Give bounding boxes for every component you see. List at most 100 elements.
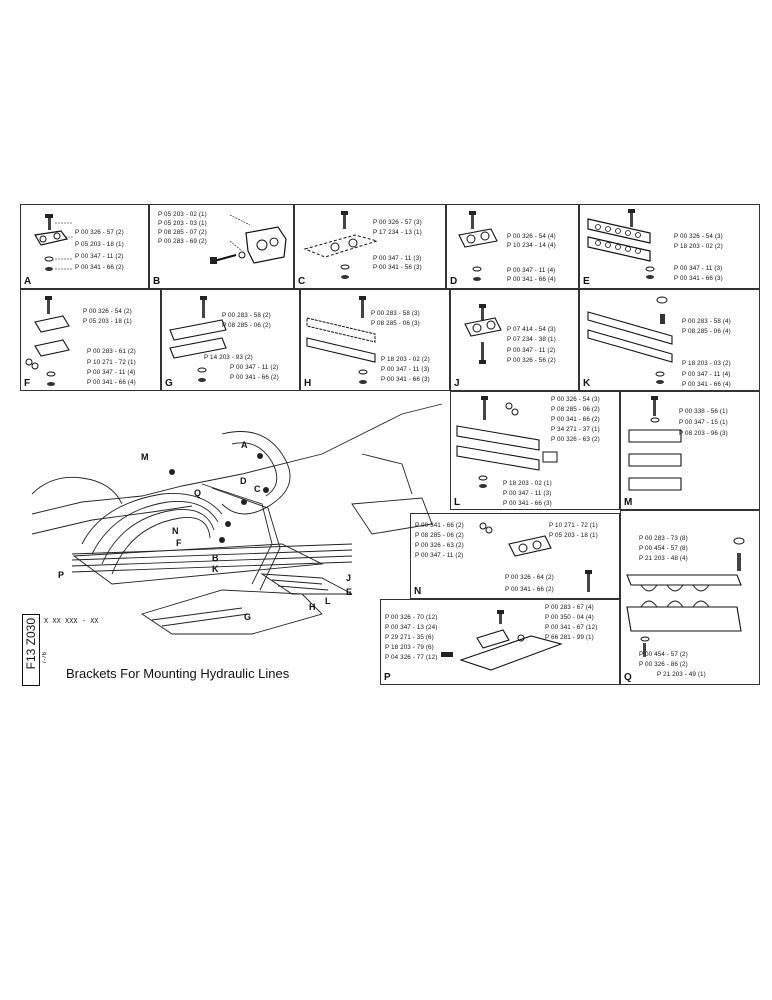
part-n-6: P 00 326 - 64 (2) — [505, 574, 554, 581]
overview-label-m: M — [141, 452, 149, 462]
overview-label-g: G — [244, 612, 252, 622]
part-g-0: P 00 283 - 58 (2) — [222, 312, 271, 319]
part-a-3: P 00 341 - 66 (2) — [75, 264, 124, 271]
part-k-4: P 00 341 - 66 (4) — [682, 381, 731, 388]
panel-e-letter: E — [583, 276, 590, 287]
part-c-3: P 00 341 - 56 (3) — [373, 264, 422, 271]
panel-f-letter: F — [24, 378, 31, 389]
panel-q-letter: Q — [624, 672, 632, 683]
part-n-1: P 08 285 - 06 (2) — [415, 532, 464, 539]
panel-e: P 00 326 - 54 (3) P 18 203 - 02 (2) P 00… — [579, 204, 760, 289]
overview-label-c: C — [254, 484, 261, 494]
part-c-0: P 00 326 - 57 (3) — [373, 219, 422, 226]
part-q-5: P 21 203 - 49 (1) — [657, 671, 706, 678]
panel-f: P 00 326 - 54 (2) P 05 203 - 18 (1) P 00… — [20, 289, 161, 391]
part-n-0: P 00 341 - 66 (2) — [415, 522, 464, 529]
bracket-a-drawing — [34, 214, 73, 271]
part-g-1: P 08 285 - 06 (2) — [222, 322, 271, 329]
part-n-7: P 00 341 - 66 (2) — [505, 586, 554, 593]
bracket-l-drawing — [456, 396, 558, 488]
part-l-1: P 08 285 - 06 (2) — [551, 406, 600, 413]
bracket-n-drawing — [479, 522, 592, 592]
part-l-3: P 34 271 - 37 (1) — [551, 426, 600, 433]
panel-q: P 00 283 - 73 (8) P 00 454 - 57 (8) P 21… — [620, 510, 760, 685]
overview-label-l: L — [325, 596, 331, 606]
part-l-2: P 00 341 - 66 (2) — [551, 416, 600, 423]
bracket-e-drawing — [587, 209, 655, 279]
part-l-0: P 00 326 - 54 (3) — [551, 396, 600, 403]
part-e-1: P 18 203 - 02 (2) — [674, 243, 723, 250]
panel-g-letter: G — [165, 378, 173, 389]
part-p-5: P 00 283 - 67 (4) — [545, 604, 594, 611]
part-n-5: P 05 203 - 18 (1) — [549, 532, 598, 539]
part-q-0: P 00 283 - 73 (8) — [639, 535, 688, 542]
panel-b: P 05 203 - 02 (1) P 05 203 - 03 (1) P 08… — [149, 204, 294, 289]
overview-label-p: P — [58, 570, 65, 580]
bracket-k-drawing — [587, 296, 673, 384]
part-h-2: P 18 203 - 02 (2) — [381, 356, 430, 363]
panel-c: P 00 326 - 57 (3) P 17 234 - 13 (1) P 00… — [294, 204, 446, 289]
panel-n: P 00 341 - 66 (2) P 08 285 - 06 (2) P 00… — [410, 513, 620, 599]
part-q-3: P 00 454 - 57 (2) — [639, 651, 688, 658]
overview-label-h: H — [309, 602, 316, 612]
panel-j-letter: J — [454, 378, 460, 389]
panel-a-letter: A — [24, 276, 32, 287]
panel-h-letter: H — [304, 378, 312, 389]
part-p-1: P 00 347 - 13 (24) — [385, 624, 438, 631]
panel-m: P 00 338 - 56 (1) P 00 347 - 15 (1) P 08… — [620, 391, 760, 510]
part-n-2: P 00 326 - 63 (2) — [415, 542, 464, 549]
overview-label-e: E — [346, 587, 353, 597]
overview-label-k: K — [212, 564, 219, 574]
bracket-h-drawing — [306, 296, 376, 384]
overview-label-b: B — [212, 553, 219, 563]
part-d-3: P 00 341 - 66 (4) — [507, 276, 556, 283]
part-a-2: P 00 347 - 11 (2) — [75, 253, 124, 260]
part-e-0: P 00 326 - 54 (3) — [674, 233, 723, 240]
overview-label-n: N — [172, 526, 179, 536]
bracket-c-drawing — [303, 211, 379, 279]
part-f-5: P 00 341 - 66 (4) — [87, 379, 136, 386]
part-k-1: P 08 285 - 06 (4) — [682, 328, 731, 335]
part-f-3: P 10 271 - 72 (1) — [87, 359, 136, 366]
overview-label-j: J — [346, 573, 352, 583]
part-j-2: P 00 347 - 11 (2) — [507, 347, 556, 354]
part-c-1: P 17 234 - 13 (1) — [373, 229, 422, 236]
part-p-3: P 18 203 - 79 (6) — [385, 644, 434, 651]
overview-label-a: A — [241, 440, 248, 450]
panel-b-letter: B — [153, 276, 161, 287]
part-h-1: P 08 285 - 06 (3) — [371, 320, 420, 327]
part-b-2: P 08 285 - 07 (2) — [158, 229, 207, 236]
panel-g: P 00 283 - 58 (2) P 08 285 - 06 (2) P 14… — [161, 289, 300, 391]
panel-d-letter: D — [450, 276, 458, 287]
part-p-6: P 00 350 - 04 (4) — [545, 614, 594, 621]
bracket-f-drawing — [25, 296, 70, 386]
part-p-0: P 00 326 - 70 (12) — [385, 614, 438, 621]
part-f-1: P 05 203 - 18 (1) — [83, 318, 132, 325]
document-code: F13 Z030 — [24, 618, 38, 670]
part-p-7: P 00 341 - 67 (12) — [545, 624, 598, 631]
part-j-3: P 00 326 - 56 (2) — [507, 357, 556, 364]
panel-a: P 00 326 - 57 (2) P 05 203 - 18 (1) P 00… — [20, 204, 149, 289]
part-d-0: P 00 326 - 54 (4) — [507, 233, 556, 240]
part-g-3: P 00 347 - 11 (2) — [230, 364, 279, 371]
part-k-0: P 00 283 - 58 (4) — [682, 318, 731, 325]
part-number-pattern: X XX XXX - XX — [44, 618, 99, 626]
bracket-p-drawing — [441, 610, 563, 671]
part-b-0: P 05 203 - 02 (1) — [158, 211, 207, 218]
part-q-1: P 00 454 - 57 (8) — [639, 545, 688, 552]
part-h-4: P 00 341 - 66 (3) — [381, 376, 430, 383]
overview-label-d: D — [240, 476, 247, 486]
part-p-2: P 29 271 - 35 (6) — [385, 634, 434, 641]
part-e-3: P 00 341 - 66 (3) — [674, 275, 723, 282]
part-q-2: P 21 203 - 48 (4) — [639, 555, 688, 562]
part-d-2: P 00 347 - 11 (4) — [507, 267, 556, 274]
part-j-0: P 07 414 - 54 (3) — [507, 326, 556, 333]
panel-k-letter: K — [583, 378, 591, 389]
part-d-1: P 10 234 - 14 (4) — [507, 242, 556, 249]
part-g-4: P 00 341 - 66 (2) — [230, 374, 279, 381]
part-n-4: P 10 271 - 72 (1) — [549, 522, 598, 529]
part-l-6: P 00 347 - 11 (3) — [503, 490, 552, 497]
part-m-1: P 00 347 - 15 (1) — [679, 419, 728, 426]
part-m-0: P 00 338 - 56 (1) — [679, 408, 728, 415]
